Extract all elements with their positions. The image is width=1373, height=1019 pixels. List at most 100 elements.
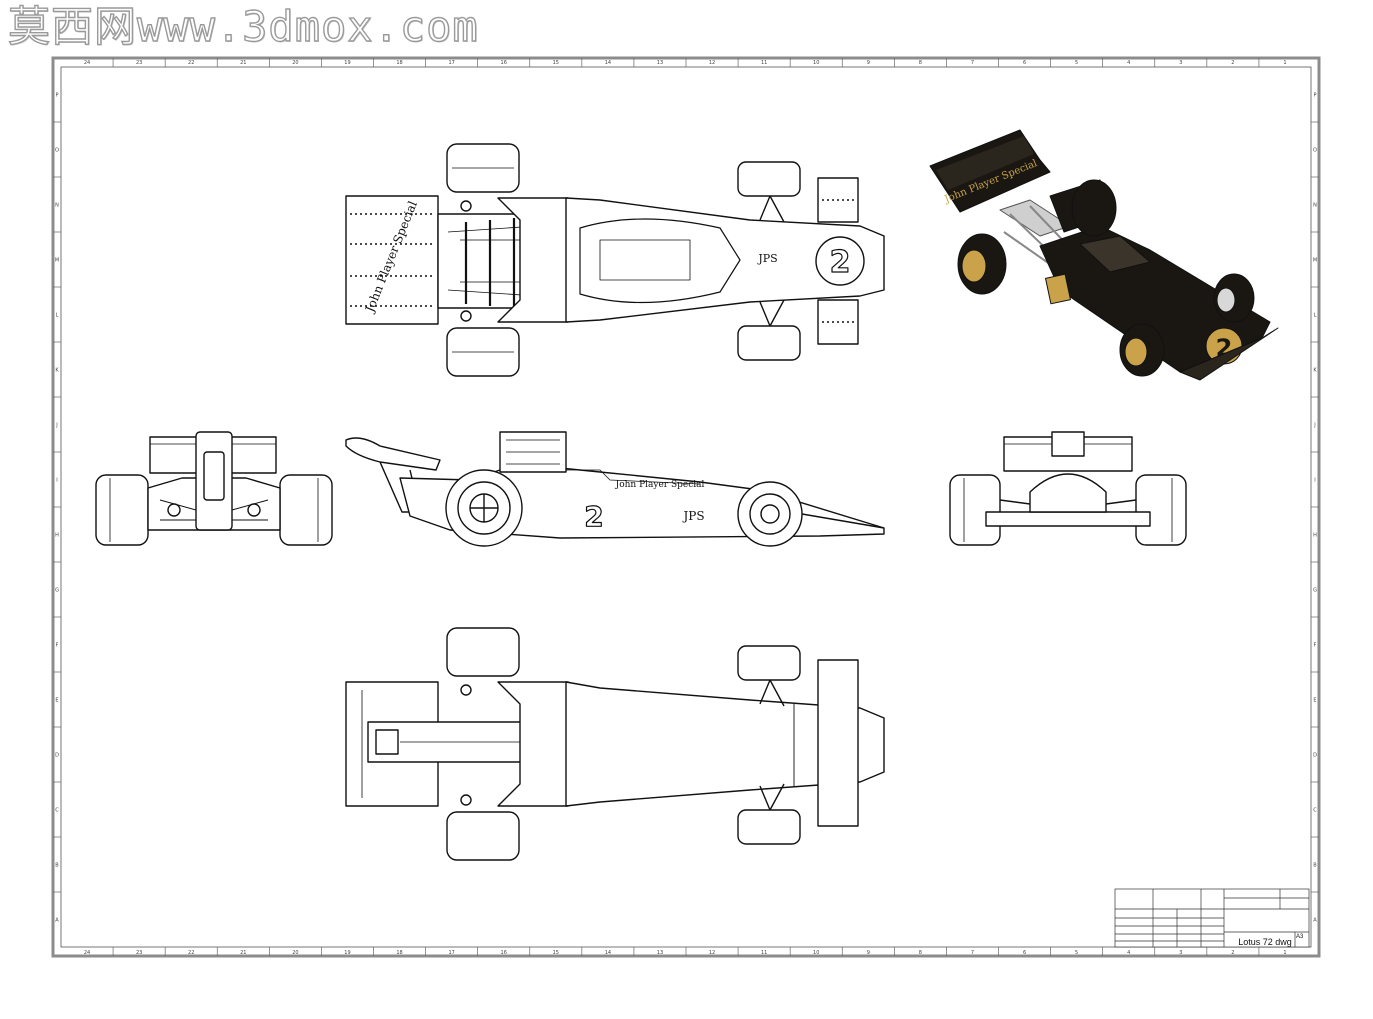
front-view — [949, 431, 1187, 546]
front-view-right-wheel — [1135, 474, 1187, 546]
rear-view — [95, 431, 333, 546]
zone-row-label: H — [55, 533, 59, 539]
zone-row-label: D — [55, 753, 59, 759]
zone-column-label: 1 — [1283, 60, 1286, 66]
zone-column-label: 3 — [1179, 950, 1182, 956]
zone-row-label: A — [55, 918, 59, 924]
zone-row-label: C — [1313, 808, 1317, 814]
side-view: John Player Special 2 JPS — [345, 431, 885, 547]
zone-column-label: 20 — [292, 60, 298, 66]
zone-column-label: 11 — [761, 60, 767, 66]
title-block — [1114, 888, 1310, 948]
site-watermark: 莫西网www.3dmox.com — [7, 2, 479, 51]
bottom-front-left-wheel — [737, 645, 801, 681]
zone-column-label: 7 — [971, 60, 974, 66]
bottom-monocoque — [565, 681, 885, 807]
top-view: John Player Special 2 JPS — [345, 143, 885, 377]
zone-column-label: 14 — [605, 60, 611, 66]
zone-column-label: 5 — [1075, 60, 1078, 66]
side-sponsor: John Player Special — [615, 480, 705, 490]
top-front-right-wheel — [737, 325, 801, 361]
zone-row-label: H — [1313, 533, 1317, 539]
zone-column-label: 6 — [1023, 950, 1026, 956]
zone-row-label: O — [55, 148, 59, 154]
zone-column-label: 19 — [344, 950, 350, 956]
border-zone-ticks — [53, 58, 1319, 956]
zone-row-label: N — [1313, 203, 1317, 209]
top-front-wing-right — [817, 299, 859, 345]
zone-column-label: 24 — [84, 950, 90, 956]
zone-row-label: I — [1314, 478, 1315, 484]
zone-row-label: J — [55, 423, 57, 429]
zone-row-label: K — [1313, 368, 1317, 374]
zone-row-label: P — [1313, 93, 1316, 99]
zone-row-label: C — [55, 808, 59, 814]
zone-column-label: 16 — [501, 950, 507, 956]
zone-row-label: E — [55, 698, 58, 704]
bottom-rear-right-wheel — [446, 811, 520, 861]
bottom-rear-left-wheel — [446, 627, 520, 677]
zone-column-label: 6 — [1023, 60, 1026, 66]
top-front-left-wheel — [737, 161, 801, 197]
zone-column-label: 2 — [1231, 950, 1234, 956]
side-car-number: 2 — [584, 500, 603, 533]
iso-rear-right-wheel — [1071, 179, 1117, 237]
zone-row-label: E — [1313, 698, 1316, 704]
zone-row-label: P — [55, 93, 58, 99]
zone-column-label: 15 — [553, 950, 559, 956]
zone-row-label: B — [1313, 863, 1317, 869]
bottom-view — [345, 627, 885, 861]
zone-column-label: 21 — [240, 60, 246, 66]
front-view-airbox — [1051, 431, 1085, 457]
zone-column-label: 14 — [605, 950, 611, 956]
zone-column-label: 12 — [709, 60, 715, 66]
zone-column-label: 19 — [344, 60, 350, 66]
zone-row-label: K — [55, 368, 59, 374]
zone-row-label: L — [56, 313, 59, 319]
zone-row-label: M — [1313, 258, 1317, 264]
zone-column-label: 18 — [396, 60, 402, 66]
sheet-size-label: A3 — [1296, 934, 1304, 940]
zone-column-label: 24 — [84, 60, 90, 66]
zone-column-label: 9 — [867, 60, 870, 66]
rear-view-right-wheel — [279, 474, 333, 546]
zone-column-label: 4 — [1127, 60, 1130, 66]
front-view-cockpit — [1029, 473, 1107, 513]
zone-row-label: F — [56, 643, 59, 649]
zone-column-label: 13 — [657, 60, 663, 66]
zone-column-label: 4 — [1127, 950, 1130, 956]
side-rear-wing — [345, 437, 441, 471]
zone-column-label: 22 — [188, 60, 194, 66]
zone-column-label: 18 — [396, 950, 402, 956]
zone-row-label: F — [1314, 643, 1317, 649]
zone-column-label: 5 — [1075, 950, 1078, 956]
top-jps-logo: JPS — [757, 252, 777, 265]
zone-row-label: M — [55, 258, 59, 264]
zone-column-label: 16 — [501, 60, 507, 66]
zone-column-label: 15 — [553, 60, 559, 66]
bottom-front-wing — [817, 659, 859, 827]
zone-row-label: B — [55, 863, 59, 869]
zone-column-label: 17 — [448, 950, 454, 956]
zone-row-label: G — [55, 588, 59, 594]
zone-row-label: L — [1314, 313, 1317, 319]
zone-column-label: 10 — [813, 60, 819, 66]
zone-column-label: 8 — [919, 60, 922, 66]
zone-column-label: 23 — [136, 950, 142, 956]
zone-column-label: 3 — [1179, 60, 1182, 66]
zone-row-label: O — [1313, 148, 1317, 154]
border-zone-labels: 2424232322222121202019191818171716161515… — [55, 60, 1318, 956]
zone-row-label: D — [1313, 753, 1317, 759]
zone-column-label: 9 — [867, 950, 870, 956]
zone-row-label: A — [1313, 918, 1317, 924]
top-car-number: 2 — [830, 245, 851, 280]
zone-column-label: 21 — [240, 950, 246, 956]
bottom-front-right-wheel — [737, 809, 801, 845]
front-view-nose-wing — [985, 511, 1151, 527]
top-number-roundel — [815, 236, 865, 286]
zone-row-label: N — [55, 203, 59, 209]
rear-view-left-wheel — [95, 474, 149, 546]
zone-column-label: 11 — [761, 950, 767, 956]
zone-column-label: 8 — [919, 950, 922, 956]
